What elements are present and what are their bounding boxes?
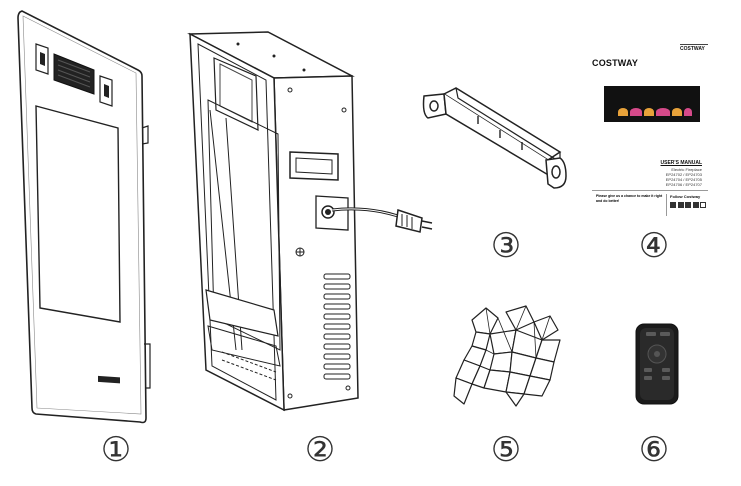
twitter-icon — [677, 202, 684, 208]
manual-left-heading: Please give us a chance to make it right… — [596, 194, 663, 203]
manual-line: Electric Fireplace — [671, 167, 702, 172]
follow-heading: Follow Costway — [670, 194, 701, 199]
divider — [592, 190, 708, 191]
part-number-2: ② — [304, 430, 336, 470]
social-icons — [670, 202, 706, 208]
wall-mounting-bracket — [420, 84, 570, 194]
power-button-icon — [646, 332, 656, 336]
manual-line: EP24706 / EP24707 — [665, 182, 702, 187]
pinterest-icon — [685, 202, 691, 208]
manual-brand-top: COSTWAY — [680, 46, 705, 52]
manual-line: EP24704 / EP24705 — [665, 177, 702, 182]
divider — [666, 194, 667, 216]
manual-line: EP24702 / EP24703 — [665, 172, 702, 177]
users-manual: COSTWAY COSTWAY USER'S MANUAL Electric F… — [592, 44, 708, 232]
part-number-6: ⑥ — [638, 430, 670, 470]
part-number-5: ⑤ — [490, 430, 522, 470]
instagram-icon — [692, 202, 699, 208]
facebook-icon — [670, 202, 676, 208]
part-number-3: ③ — [490, 226, 522, 266]
firebox-housing — [186, 30, 446, 415]
part-number-4: ④ — [638, 226, 670, 266]
crystal-media — [450, 300, 570, 410]
manual-title: USER'S MANUAL — [660, 160, 702, 166]
timer-button-icon — [660, 332, 670, 336]
fireplace-photo — [604, 86, 700, 122]
part-number-1: ① — [100, 430, 132, 470]
front-glass-panel — [14, 8, 156, 428]
manual-brand-logo: COSTWAY — [592, 58, 639, 68]
mail-icon — [700, 202, 706, 208]
manual-left-column: Please give us a chance to make it right… — [596, 194, 664, 203]
header-line — [680, 44, 708, 45]
remote-control — [632, 320, 682, 410]
